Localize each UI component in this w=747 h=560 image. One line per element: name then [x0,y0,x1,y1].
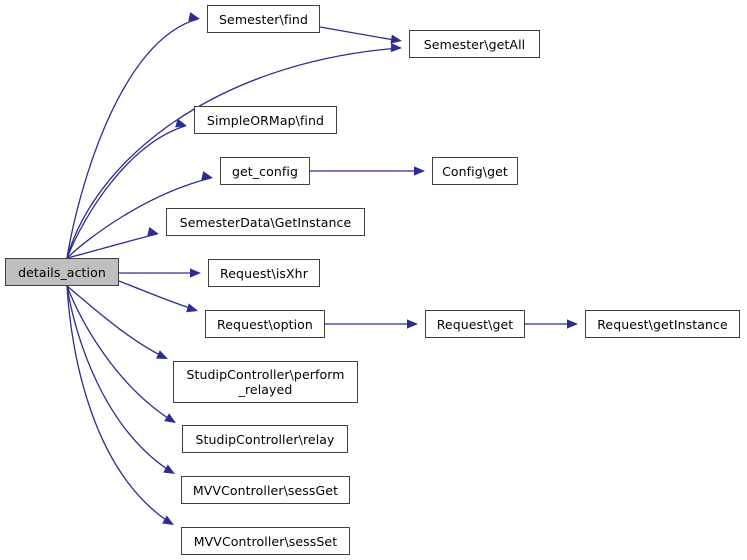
node-config_get[interactable]: Config\get [432,157,518,185]
node-label-details_action: details_action [18,264,106,280]
edge-details_action-to-get_config [66,177,212,259]
node-label-semester_find: Semester\find [219,11,308,27]
node-request_get[interactable]: Request\get [425,310,525,338]
arrowhead-details_action-to-mvvcontroller_sessget [163,464,175,474]
node-label-mvvcontroller_sessget: MVVController\sessGet [192,482,339,498]
arrowhead-details_action-to-request_isxhr [190,268,201,278]
arrowhead-semester_find-to-semester_getall [390,34,402,44]
node-label-simpleormap_find: SimpleORMap\find [206,112,325,128]
edge-details_action-to-semester_find [66,18,199,259]
node-label-semester_getall: Semester\getAll [423,36,526,52]
node-details_action[interactable]: details_action [5,258,119,286]
arrowhead-details_action-to-request_option [186,303,198,313]
node-label-request_isxhr: Request\isXhr [220,265,308,281]
node-get_config[interactable]: get_config [220,157,310,185]
node-request_isxhr[interactable]: Request\isXhr [208,259,320,287]
node-label-request_option: Request\option [217,316,313,332]
node-label-request_getinstance: Request\getInstance [597,316,728,332]
node-mvvcontroller_sessget[interactable]: MVVController\sessGet [181,476,350,504]
node-studipcontroller_relay[interactable]: StudipController\relay [182,425,348,453]
edge-details_action-to-request_option [118,280,197,311]
node-semesterdata_getinstance[interactable]: SemesterData\GetInstance [166,208,365,236]
node-request_option[interactable]: Request\option [205,310,325,338]
edge-details_action-to-semesterdata_getinstance [66,233,158,259]
node-label-config_get: Config\get [442,163,508,179]
node-semester_getall[interactable]: Semester\getAll [409,30,540,58]
edge-details_action-to-semester_getall [66,47,401,259]
arrowhead-details_action-to-semester_getall [390,42,402,53]
node-request_getinstance[interactable]: Request\getInstance [585,310,740,338]
arrowhead-request_option-to-request_get [407,319,418,329]
node-semester_find[interactable]: Semester\find [207,5,320,33]
arrowhead-request_get-to-request_getinstance [567,319,578,329]
arrowhead-details_action-to-studipcontroller_relay [164,413,176,423]
edge-details_action-to-studipcontroller_perform [66,285,167,359]
node-studipcontroller_perform[interactable]: StudipController\perform _relayed [173,361,358,403]
node-label-get_config: get_config [231,163,299,179]
edge-semester_find-to-semester_getall [319,26,401,42]
node-label-request_get: Request\get [436,316,514,332]
arrowhead-details_action-to-studipcontroller_perform [156,350,168,359]
arrowhead-get_config-to-config_get [414,166,425,176]
node-mvvcontroller_sessset[interactable]: MVVController\sessSet [181,527,350,555]
arrowhead-details_action-to-mvvcontroller_sessset [162,515,174,525]
edge-details_action-to-studipcontroller_relay [66,285,175,423]
arrowhead-details_action-to-simpleormap_find [175,118,187,128]
arrowhead-details_action-to-get_config [201,171,213,181]
edge-details_action-to-mvvcontroller_sessget [66,285,174,474]
node-label-mvvcontroller_sessset: MVVController\sessSet [193,533,338,549]
arrowhead-details_action-to-semesterdata_getinstance [147,227,159,237]
node-label-studipcontroller_perform: StudipController\perform _relayed [186,367,345,397]
edge-details_action-to-mvvcontroller_sessset [66,285,173,525]
edge-details_action-to-simpleormap_find [66,125,186,259]
arrowhead-details_action-to-semester_find [188,12,200,22]
node-simpleormap_find[interactable]: SimpleORMap\find [194,106,337,134]
node-label-studipcontroller_relay: StudipController\relay [195,431,335,447]
node-label-semesterdata_getinstance: SemesterData\GetInstance [179,214,352,230]
